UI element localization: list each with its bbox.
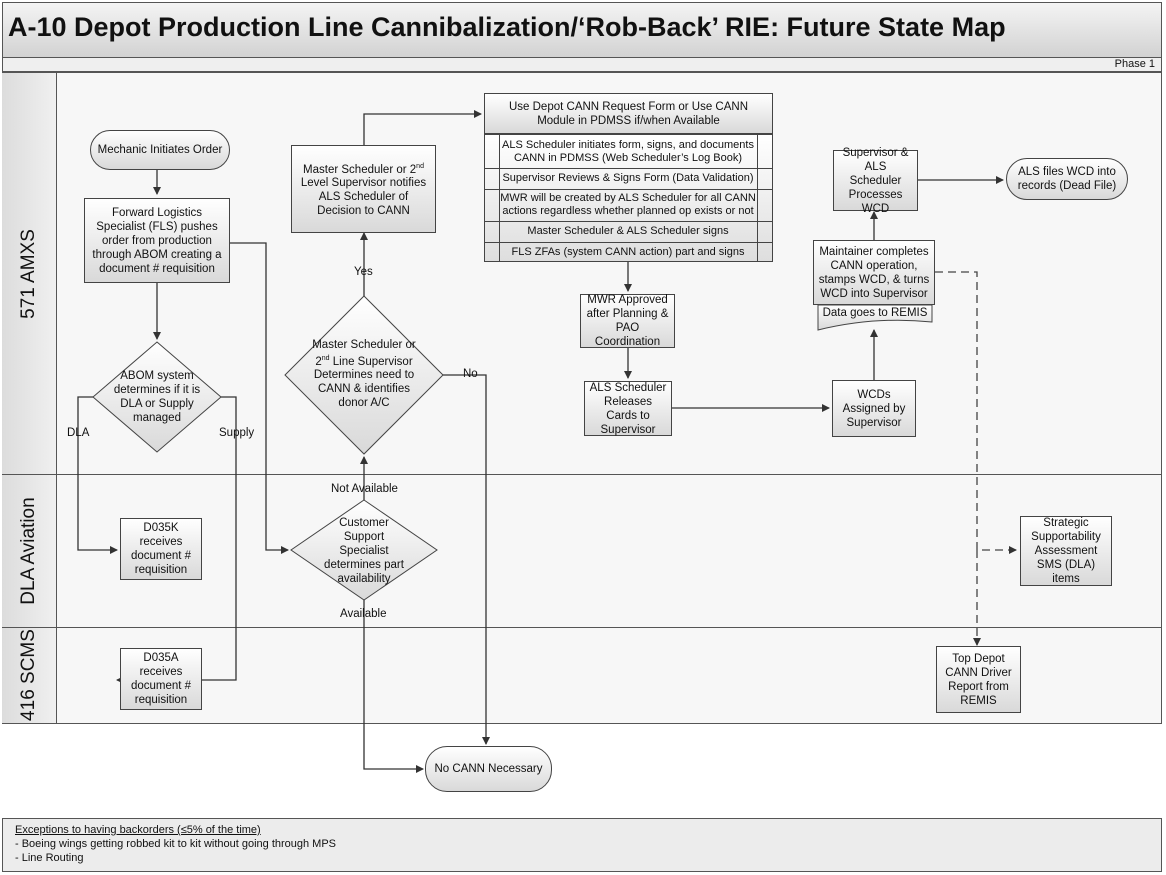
footer-item: - Boeing wings getting robbed kit to kit… — [15, 838, 337, 850]
master-decision-diamond — [284, 295, 444, 455]
als-releases-cards-node: ALS Scheduler Releases Cards to Supervis… — [584, 381, 672, 436]
data-remis-document-shape — [817, 304, 933, 331]
exceptions-footer: Exceptions to having backorders (≤5% of … — [2, 818, 1162, 872]
fls-pushes-order-node: Forward Logistics Specialist (FLS) pushe… — [84, 198, 230, 283]
form-right-rail — [757, 135, 772, 261]
d035k-node: D035K receives document # requisition — [120, 518, 202, 580]
cann-form-header-node: Use Depot CANN Request Form or Use CANN … — [484, 93, 773, 134]
edge-label-available: Available — [340, 608, 387, 620]
lane-divider — [2, 627, 1162, 628]
customer-support-text: Customer Support Specialist determines p… — [324, 517, 404, 585]
edge-label-no: No — [463, 368, 478, 380]
edge-label-not-available: Not Available — [331, 483, 398, 495]
als-files-wcd-node: ALS files WCD into records (Dead File) — [1006, 158, 1128, 200]
form-step: FLS ZFAs (system CANN action) part and s… — [511, 246, 745, 258]
phase-label: Phase 1 — [1114, 58, 1155, 70]
supervisor-processes-wcd-node: Supervisor & ALS Scheduler Processes WCD — [833, 147, 918, 215]
lane-header-dla-aviation: DLA Aviation — [2, 475, 57, 627]
edge-label-supply: Supply — [219, 427, 255, 439]
lane-header-571-amxs: 571 AMXS — [2, 73, 57, 475]
abom-decision-text: ABOM system determines if it is DLA or S… — [113, 370, 201, 424]
footer-item: - Line Routing — [15, 852, 84, 864]
abom-decision-diamond — [92, 341, 222, 453]
title-bar — [2, 2, 1162, 58]
data-goes-to-remis-text: Data goes to REMIS — [822, 307, 928, 319]
no-cann-necessary-node: No CANN Necessary — [425, 746, 552, 792]
strategic-supportability-node: Strategic Supportability Assessment SMS … — [1020, 516, 1112, 586]
master-notify-node: Master Scheduler or 2nd Level Supervisor… — [291, 145, 436, 233]
form-step: MWR will be created by ALS Scheduler for… — [500, 192, 756, 217]
form-step: Supervisor Reviews & Signs Form (Data Va… — [502, 172, 754, 184]
phase-bar: Phase 1 — [2, 58, 1162, 72]
footer-heading: Exceptions to having backorders (≤5% of … — [15, 824, 261, 836]
form-step: Master Scheduler & ALS Scheduler signs — [527, 225, 729, 237]
wcds-assigned-node: WCDs Assigned by Supervisor — [832, 380, 916, 437]
d035a-node: D035A receives document # requisition — [120, 648, 202, 710]
lane-header-416-scms: 416 SCMS — [2, 627, 57, 723]
edge-label-yes: Yes — [354, 266, 373, 278]
page-title: A-10 Depot Production Line Cannibalizati… — [8, 12, 1006, 42]
form-step: ALS Scheduler initiates form, signs, and… — [502, 138, 754, 164]
cann-form-steps: ALS Scheduler initiates form, signs, and… — [484, 134, 773, 262]
mechanic-initiates-order-node: Mechanic Initiates Order — [90, 130, 230, 170]
top-depot-report-node: Top Depot CANN Driver Report from REMIS — [936, 646, 1021, 713]
lane-divider — [2, 474, 1162, 475]
mwr-approved-node: MWR Approved after Planning & PAO Coordi… — [580, 294, 675, 348]
edge-label-dla: DLA — [67, 427, 90, 439]
maintainer-completes-node: Maintainer completes CANN operation, sta… — [813, 240, 935, 305]
form-left-rail — [485, 135, 500, 261]
